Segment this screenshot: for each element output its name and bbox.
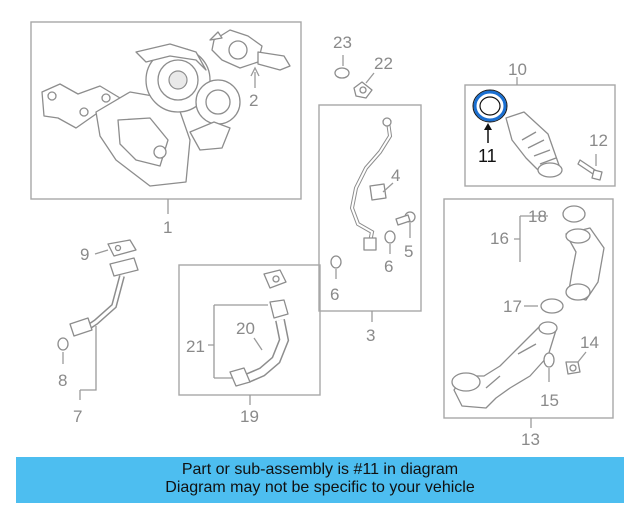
- leader-20: [253, 337, 263, 351]
- callout-7[interactable]: 7: [73, 407, 82, 426]
- callout-22[interactable]: 22: [374, 54, 393, 73]
- charge-pipe-part[interactable]: [451, 321, 558, 409]
- arrow-11: [484, 123, 492, 130]
- banner-line-1: Part or sub-assembly is #11 in diagram: [181, 461, 459, 478]
- hose-20-part[interactable]: [246, 319, 290, 383]
- fitting-bottom-part[interactable]: [229, 367, 251, 387]
- actuator-part[interactable]: [209, 29, 291, 71]
- callout-23[interactable]: 23: [333, 33, 352, 52]
- callout-10[interactable]: 10: [508, 60, 527, 79]
- clamp-18-part[interactable]: [562, 205, 586, 223]
- callout-13[interactable]: 13: [521, 430, 540, 449]
- clamp-17-part[interactable]: [540, 298, 564, 314]
- callout-14[interactable]: 14: [580, 333, 599, 352]
- fitting-mid-part[interactable]: [269, 299, 289, 319]
- callout-15[interactable]: 15: [540, 391, 559, 410]
- callout-5[interactable]: 5: [404, 242, 413, 261]
- group-box-3: [318, 104, 422, 312]
- group-box-10: [464, 84, 616, 187]
- gasket-9-part[interactable]: [107, 239, 137, 257]
- arrow-2: [250, 66, 260, 77]
- callout-3[interactable]: 3: [366, 326, 375, 345]
- callout-16[interactable]: 16: [490, 229, 509, 248]
- banner-line-2: Diagram may not be specific to your vehi…: [165, 479, 475, 496]
- bracket-21: [208, 304, 268, 379]
- callout-11[interactable]: 11: [478, 146, 497, 166]
- washer-6a-part[interactable]: [330, 255, 342, 269]
- bracket-16: [514, 216, 521, 262]
- info-banner: Part or sub-assembly is #11 in diagram D…: [16, 457, 624, 503]
- washer-8-part[interactable]: [57, 337, 69, 351]
- callout-17[interactable]: 17: [503, 297, 522, 316]
- callout-19[interactable]: 19: [240, 407, 259, 426]
- callout-4[interactable]: 4: [391, 166, 400, 185]
- callout-12[interactable]: 12: [589, 131, 608, 150]
- callout-6a[interactable]: 6: [330, 285, 339, 304]
- bracket-7: [79, 326, 97, 400]
- callout-8[interactable]: 8: [58, 371, 67, 390]
- intake-hose-16-part[interactable]: [565, 227, 605, 301]
- callout-21[interactable]: 21: [186, 337, 205, 356]
- oil-line-part[interactable]: [349, 117, 393, 251]
- callout-9[interactable]: 9: [80, 245, 89, 264]
- fitting-22-part[interactable]: [353, 81, 373, 99]
- bolt-5-part[interactable]: [395, 211, 416, 226]
- gasket-11-part[interactable]: [472, 89, 508, 123]
- callout-18[interactable]: 18: [528, 207, 547, 226]
- callout-1[interactable]: 1: [163, 218, 172, 237]
- washer-6b-part[interactable]: [384, 230, 396, 244]
- leader-22: [365, 72, 375, 84]
- leader-9: [94, 249, 109, 255]
- pipe-7-part[interactable]: [69, 257, 139, 337]
- callout-2[interactable]: 2: [249, 91, 258, 110]
- bolt-12-part[interactable]: [577, 159, 603, 181]
- group-box-1: [30, 21, 302, 200]
- leader-14: [577, 351, 587, 363]
- callout-20[interactable]: 20: [236, 319, 255, 338]
- group-box-13: [443, 198, 614, 419]
- turbocharger-part[interactable]: [41, 43, 241, 187]
- leader-4: [382, 182, 394, 193]
- washer-15-part[interactable]: [543, 352, 555, 368]
- bolt-14-part[interactable]: [565, 361, 581, 375]
- callout-6b[interactable]: 6: [384, 257, 393, 276]
- washer-23-part[interactable]: [334, 67, 350, 79]
- bellows-hose-part[interactable]: [505, 111, 563, 178]
- fitting-top-part[interactable]: [263, 269, 287, 289]
